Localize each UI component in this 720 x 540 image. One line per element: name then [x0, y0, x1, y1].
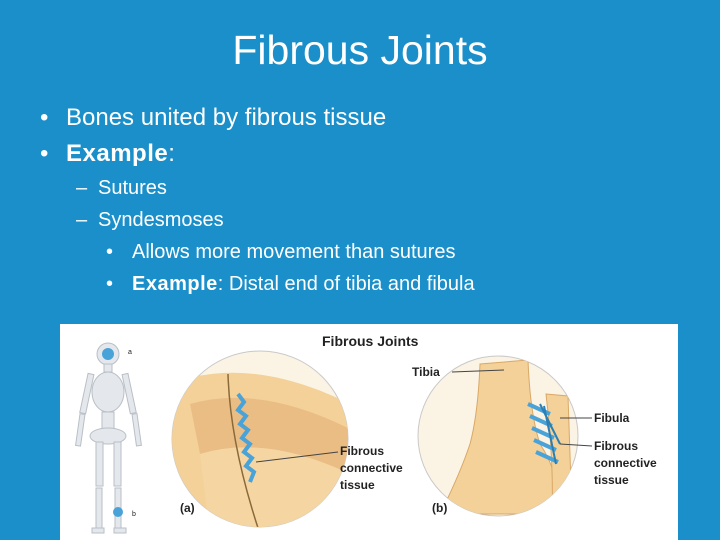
- skeleton-marker-a: a: [128, 349, 132, 356]
- figure-svg: Fibrous Joints a b: [75, 333, 657, 534]
- sub-sub-item-text: Allows more movement than sutures: [132, 241, 456, 263]
- panel-b-label: (b): [432, 501, 447, 515]
- suture-illustration: [171, 350, 349, 528]
- suture-label-line3: tissue: [340, 478, 375, 492]
- syndesmosis-label-line2: connective: [594, 456, 657, 470]
- bullet-text: :: [168, 140, 175, 167]
- fibula-label: Fibula: [594, 411, 630, 425]
- suture-label-line2: connective: [340, 461, 403, 475]
- fibrous-joints-figure: Fibrous Joints a b: [60, 324, 678, 540]
- bullet-keyword: Example: [66, 140, 169, 167]
- sub-dash: –: [76, 177, 88, 199]
- skeleton-icon: [75, 342, 142, 534]
- sub-dash: –: [76, 209, 88, 231]
- sub-item: – Syndesmoses: [76, 204, 700, 236]
- bullet-text: Bones united by fibrous tissue: [66, 104, 387, 131]
- sub-item-text: Syndesmoses: [98, 209, 224, 231]
- sub-sub-item-text: : Distal end of tibia and fibula: [217, 273, 475, 295]
- sub-sub-item: • Allows more movement than sutures: [106, 236, 700, 268]
- syndesmosis-label-line1: Fibrous: [594, 439, 638, 453]
- bullet-dot: •: [106, 273, 114, 295]
- syndesmosis-label-line3: tissue: [594, 473, 629, 487]
- sub-sub-item: • Example: Distal end of tibia and fibul…: [106, 268, 700, 300]
- bullet-dot: •: [40, 104, 49, 131]
- bullet-item: • Bones united by fibrous tissue: [40, 100, 700, 136]
- bullet-list: • Bones united by fibrous tissue • Examp…: [40, 100, 700, 300]
- figure-title: Fibrous Joints: [322, 333, 419, 349]
- bullet-dot: •: [40, 140, 49, 167]
- panel-a-label: (a): [180, 501, 195, 515]
- skull-suture-highlight: [102, 348, 114, 360]
- syndesmosis-illustration: [417, 355, 593, 517]
- suture-label-line1: Fibrous: [340, 444, 384, 458]
- slide-title: Fibrous Joints: [232, 27, 488, 73]
- ankle-highlight: [113, 507, 123, 517]
- sub-item: – Sutures: [76, 172, 700, 204]
- tibia-label: Tibia: [412, 365, 440, 379]
- skeleton-marker-b: b: [132, 511, 136, 518]
- bullet-dot: •: [106, 241, 114, 263]
- bullet-item: • Example:: [40, 136, 700, 172]
- sub-item-text: Sutures: [98, 177, 167, 199]
- sub-sub-keyword: Example: [132, 273, 218, 295]
